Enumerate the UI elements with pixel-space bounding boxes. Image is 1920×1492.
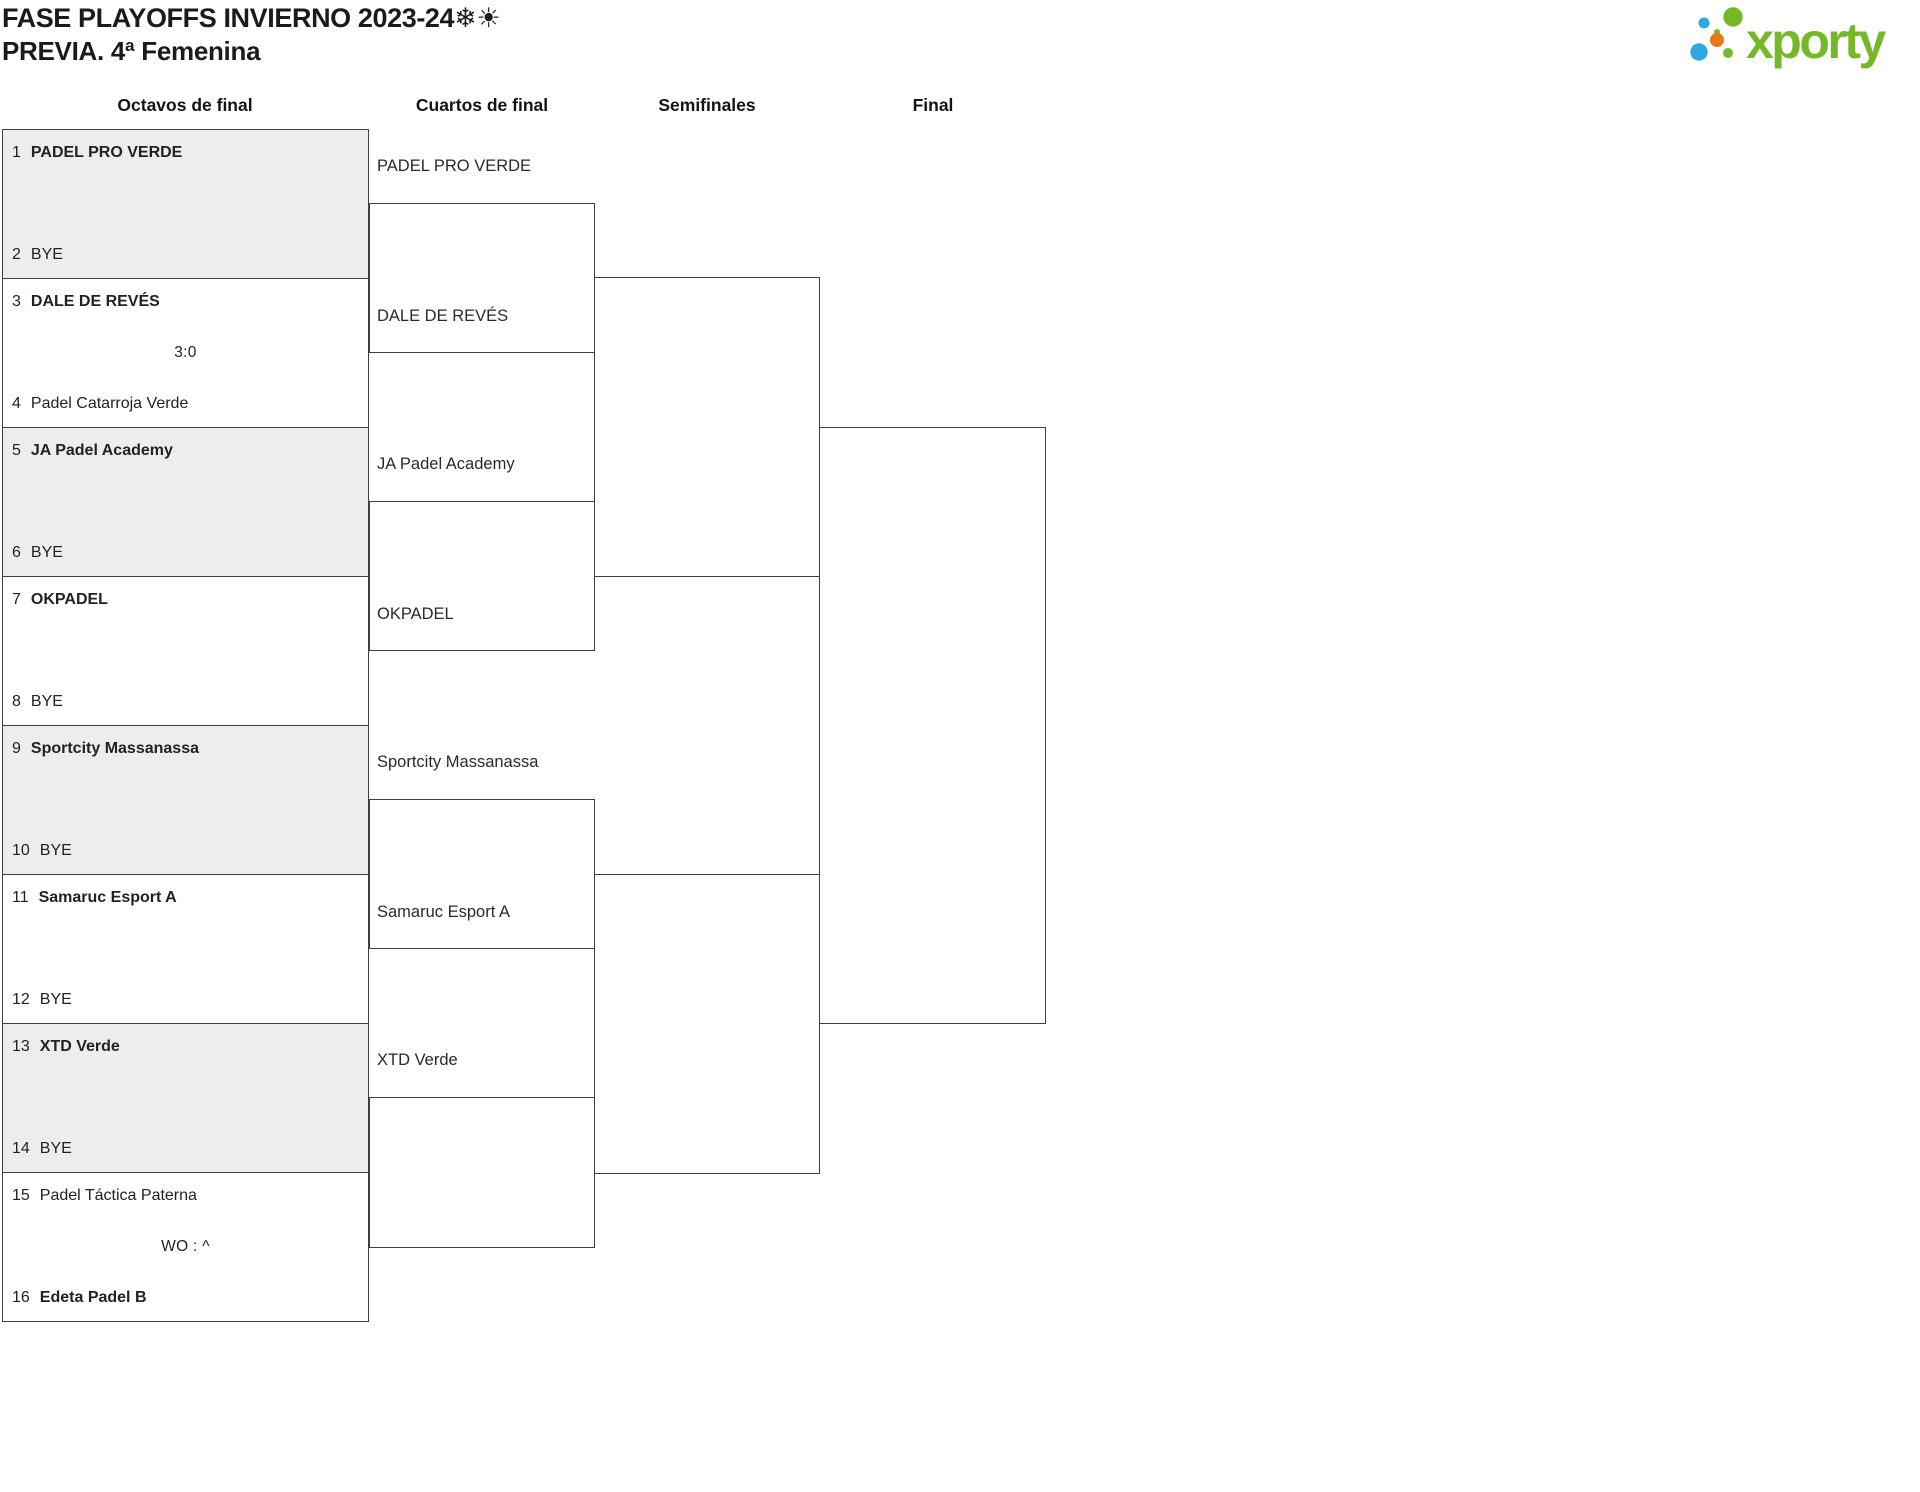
cuartos-team-4: OKPADEL <box>377 605 454 623</box>
cuartos-connector-3 <box>369 799 595 949</box>
octavos-match-2: 3 DALE DE REVÉS 3:0 4 Padel Catarroja Verd… <box>2 278 369 428</box>
seed-number: 3 <box>12 293 21 310</box>
logo-dot-green-large <box>1723 7 1743 27</box>
octavos-match-7: 13 XTD Verde 14 BYE <box>2 1023 369 1173</box>
seed-number: 2 <box>12 246 21 263</box>
xporty-logo-icon: xporty <box>1690 7 1889 69</box>
team-name: BYE <box>39 1140 72 1157</box>
team-slot: 8 BYE <box>12 692 362 712</box>
team-slot: 13 XTD Verde <box>12 1037 362 1057</box>
team-slot: 4 Padel Catarroja Verde <box>12 394 362 414</box>
team-name: Sportcity Massanassa <box>30 740 199 757</box>
semifinal-connector-2 <box>594 874 820 1174</box>
team-name: BYE <box>30 693 63 710</box>
team-slot: 15 Padel Táctica Paterna <box>12 1186 362 1206</box>
team-name: BYE <box>39 842 72 859</box>
octavos-match-3: 5 JA Padel Academy 6 BYE <box>2 427 369 577</box>
octavos-match-5: 9 Sportcity Massanassa 10 BYE <box>2 725 369 875</box>
round-header-final: Final <box>912 95 954 115</box>
xporty-logo[interactable]: xporty <box>1688 2 1916 72</box>
round-header-cuartos: Cuartos de final <box>415 95 549 115</box>
round-header-octavos: Octavos de final <box>117 95 253 115</box>
seed-number: 15 <box>12 1187 30 1204</box>
match-score: WO : ^ <box>161 1238 210 1255</box>
seed-number: 10 <box>12 842 30 859</box>
seed-number: 13 <box>12 1038 30 1055</box>
cuartos-team-8 <box>377 1201 591 1221</box>
final-connector <box>819 427 1046 1024</box>
cuartos-connector-4 <box>369 1097 595 1248</box>
team-slot: 11 Samaruc Esport A <box>12 888 362 908</box>
seed-number: 16 <box>12 1289 30 1306</box>
team-slot: 6 BYE <box>12 543 362 563</box>
logo-dot-orange <box>1710 33 1724 47</box>
team-name: Padel Táctica Paterna <box>39 1187 197 1204</box>
team-name: DALE DE REVÉS <box>30 293 160 310</box>
cuartos-team-5: Sportcity Massanassa <box>377 753 539 771</box>
team-name: BYE <box>30 246 63 263</box>
seed-number: 6 <box>12 544 21 561</box>
cuartos-team-2: DALE DE REVÉS <box>377 307 509 325</box>
team-slot: 14 BYE <box>12 1139 362 1159</box>
team-name: XTD Verde <box>39 1038 120 1055</box>
octavos-match-1: 1 PADEL PRO VERDE 2 BYE <box>2 129 369 279</box>
seed-number: 7 <box>12 591 21 608</box>
octavos-match-6: 11 Samaruc Esport A 12 BYE <box>2 874 369 1024</box>
xporty-logo-text: xporty <box>1746 13 1887 69</box>
team-slot: 16 Edeta Padel B <box>12 1288 362 1308</box>
team-slot: 1 PADEL PRO VERDE <box>12 143 362 163</box>
cuartos-team-6: Samaruc Esport A <box>377 903 510 921</box>
cuartos-connector-2 <box>369 501 595 651</box>
team-slot: 3 DALE DE REVÉS <box>12 292 362 312</box>
logo-dot-blue-small <box>1698 17 1710 29</box>
team-name: Edeta Padel B <box>39 1289 147 1306</box>
logo-dot-blue-large <box>1690 43 1708 61</box>
page-subtitle: PREVIA. 4ª Femenina <box>2 36 261 66</box>
team-slot: 12 BYE <box>12 990 362 1010</box>
seed-number: 4 <box>12 395 21 412</box>
cuartos-team-1: PADEL PRO VERDE <box>377 157 532 175</box>
seed-number: 12 <box>12 991 30 1008</box>
team-slot: 7 OKPADEL <box>12 590 362 610</box>
logo-dot-green-small <box>1723 48 1733 58</box>
team-name: PADEL PRO VERDE <box>30 144 183 161</box>
team-name: Padel Catarroja Verde <box>30 395 189 412</box>
team-name: Samaruc Esport A <box>38 889 177 906</box>
cuartos-connector-1 <box>369 203 595 353</box>
seed-number: 8 <box>12 693 21 710</box>
octavos-match-8: 15 Padel Táctica Paterna WO : ^ 16 Edeta P… <box>2 1172 369 1322</box>
team-slot: 9 Sportcity Massanassa <box>12 739 362 759</box>
octavos-match-4: 7 OKPADEL 8 BYE <box>2 576 369 726</box>
cuartos-team-3: JA Padel Academy <box>377 455 515 473</box>
page-title: FASE PLAYOFFS INVIERNO 2023-24❄☀ <box>2 3 501 33</box>
team-name: BYE <box>39 991 72 1008</box>
seed-number: 5 <box>12 442 21 459</box>
seed-number: 9 <box>12 740 21 757</box>
match-score: 3:0 <box>174 344 197 361</box>
team-name: JA Padel Academy <box>30 442 173 459</box>
round-header-semifinales: Semifinales <box>658 95 756 115</box>
team-slot: 10 BYE <box>12 841 362 861</box>
seed-number: 1 <box>12 144 21 161</box>
semifinal-connector-1 <box>594 277 820 577</box>
team-slot: 2 BYE <box>12 245 362 265</box>
seed-number: 11 <box>12 889 29 906</box>
team-name: OKPADEL <box>30 591 108 608</box>
cuartos-team-7: XTD Verde <box>377 1051 458 1069</box>
team-name: BYE <box>30 544 63 561</box>
team-slot: 5 JA Padel Academy <box>12 441 362 461</box>
seed-number: 14 <box>12 1140 30 1157</box>
